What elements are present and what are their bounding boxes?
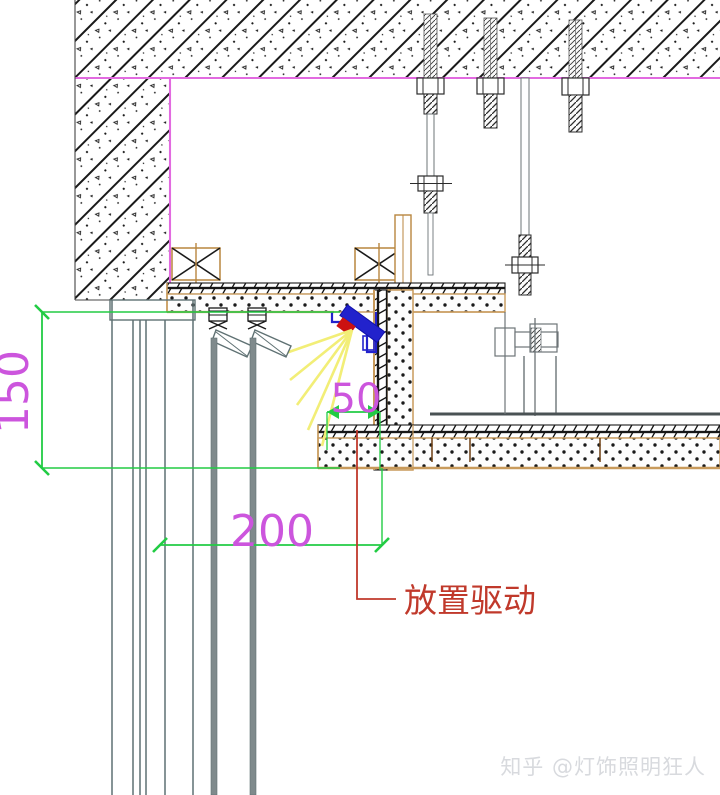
dimension-200: 200 bbox=[152, 468, 390, 557]
dimension-50: 50 bbox=[326, 376, 382, 470]
concrete-structure bbox=[74, 0, 720, 301]
soffit-fixing-pins bbox=[431, 438, 601, 462]
mesh-hatch-layer bbox=[166, 282, 506, 295]
threaded-hanger-rod bbox=[561, 19, 590, 133]
light-beam-rays bbox=[285, 328, 354, 447]
dimension-group: 150 200 50 bbox=[0, 304, 390, 557]
anchor-rod-group bbox=[410, 13, 590, 296]
soffit-dotted-layer bbox=[317, 437, 720, 469]
concrete-slab bbox=[75, 0, 720, 78]
watermark: 知乎 @灯饰照明狂人 bbox=[500, 755, 706, 779]
concrete-wall bbox=[75, 78, 170, 300]
linear-led-cove-fixture bbox=[330, 304, 386, 354]
suspended-ceiling-t-bar bbox=[430, 312, 720, 416]
x-brace-hanger-bracket-group bbox=[171, 214, 412, 286]
note-driver: 放置驱动 bbox=[356, 430, 536, 620]
spotlight-stem bbox=[210, 337, 218, 795]
dimension-200-label: 200 bbox=[230, 506, 314, 557]
hex-nut bbox=[476, 77, 505, 95]
dimension-50-label: 50 bbox=[331, 376, 382, 422]
threaded-hanger-rod bbox=[476, 17, 505, 129]
ceiling-channel-stub bbox=[394, 214, 412, 286]
hex-nut bbox=[416, 77, 445, 95]
adjustable-spotlight-group bbox=[208, 307, 292, 795]
curtain-track bbox=[109, 299, 196, 321]
hex-nut bbox=[410, 175, 452, 192]
x-brace-hanger-bracket bbox=[171, 243, 221, 285]
spotlight-stem bbox=[249, 337, 257, 795]
soffit-mesh-layer bbox=[317, 424, 720, 439]
cove-channel-bracket bbox=[330, 312, 378, 354]
curtain-panel-track bbox=[109, 299, 196, 795]
adjustable-spotlight bbox=[247, 307, 292, 795]
note-driver-label: 放置驱动 bbox=[404, 581, 536, 620]
threaded-hanger-rod bbox=[410, 13, 452, 276]
hex-nut bbox=[561, 77, 590, 96]
tee-profile bbox=[523, 356, 557, 415]
concrete-outline bbox=[75, 76, 720, 300]
lower-soffit-board bbox=[317, 424, 720, 470]
adjustable-spotlight bbox=[208, 307, 253, 795]
hex-nut bbox=[505, 256, 545, 274]
curtain-panels bbox=[111, 300, 194, 795]
threaded-hanger-rod bbox=[505, 77, 545, 296]
dimension-150: 150 bbox=[0, 304, 340, 476]
dimension-150-label: 150 bbox=[0, 350, 39, 434]
note-leader-line bbox=[356, 430, 396, 600]
fixture-body bbox=[339, 304, 386, 344]
